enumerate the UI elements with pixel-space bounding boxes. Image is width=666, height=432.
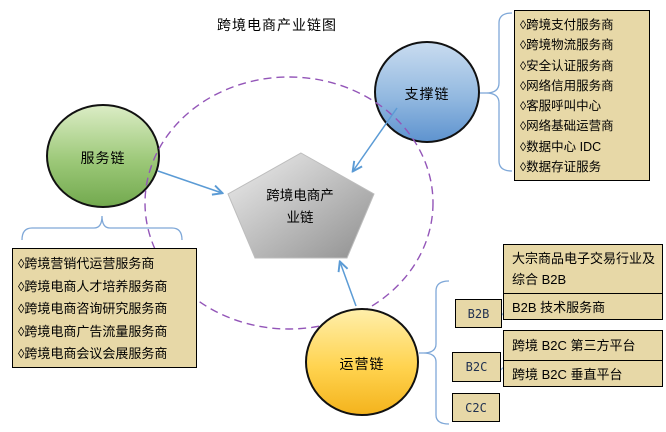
b2c-detail-box: 跨境 B2C 第三方平台 跨境 B2C 垂直平台 (503, 330, 663, 387)
service-chain-label: 服务链 (80, 150, 126, 166)
c2c-category-box: C2C (452, 393, 500, 422)
list-item: ◊网络信用服务商 (520, 78, 614, 93)
list-item: ◊跨境电商会议会展服务商 (18, 346, 168, 362)
pentagon-label-line2: 业链 (286, 210, 314, 225)
list-item: ◊客服呼叫中心 (520, 99, 602, 114)
detail-row: B2B 技术服务商 (504, 292, 662, 319)
support-chain-label: 支撑链 (404, 86, 450, 102)
service-brace (21, 215, 183, 241)
detail-row: 跨境 B2C 第三方平台 (512, 338, 636, 353)
list-item: ◊跨境营销代运营服务商 (18, 256, 155, 271)
core-pentagon (227, 152, 375, 259)
b2c-category-box: B2C (452, 352, 501, 382)
arrow-service-to-core (157, 170, 222, 193)
service-chain-circle (46, 104, 160, 208)
operation-brace (422, 280, 450, 425)
list-item: ◊跨境电商咨询研究服务商 (18, 301, 168, 317)
list-item: ◊跨境电商广告流量服务商 (18, 323, 168, 339)
pentagon-label-line1: 跨境电商产 (266, 188, 334, 203)
detail-row: 跨境 B2C 垂直平台 (504, 359, 662, 387)
list-item: ◊数据中心 IDC (520, 139, 602, 154)
support-providers-box: ◊跨境支付服务商 ◊跨境物流服务商 ◊安全认证服务商 ◊网络信用服务商 ◊客服呼… (514, 10, 650, 181)
list-item: ◊数据存证服务 (520, 160, 602, 175)
list-item: ◊跨境物流服务商 (520, 38, 614, 53)
dashed-ellipse (144, 76, 434, 330)
diagram-title: 跨境电商产业链图 (217, 17, 337, 33)
b2b-detail-box: 大宗商品电子交易行业及综合 B2B B2B 技术服务商 (503, 244, 663, 320)
arrow-operation-to-core (340, 262, 357, 307)
operation-chain-circle (305, 308, 419, 416)
detail-row: 大宗商品电子交易行业及综合 B2B (512, 251, 656, 287)
list-item: ◊跨境电商人才培养服务商 (18, 278, 168, 294)
pentagon-label: 跨境电商产 业链 (248, 185, 352, 229)
list-item: ◊跨境支付服务商 (520, 18, 614, 32)
support-chain-circle (374, 41, 480, 143)
service-providers-box: ◊跨境营销代运营服务商 ◊跨境电商人才培养服务商 ◊跨境电商咨询研究服务商 ◊跨… (12, 248, 197, 368)
list-item: ◊网络基础运营商 (520, 119, 614, 134)
arrow-support-to-core (353, 107, 398, 171)
list-item: ◊安全认证服务商 (520, 58, 614, 73)
operation-chain-label: 运营链 (339, 356, 385, 372)
support-brace (485, 12, 513, 172)
b2b-category-box: B2B (455, 299, 502, 328)
